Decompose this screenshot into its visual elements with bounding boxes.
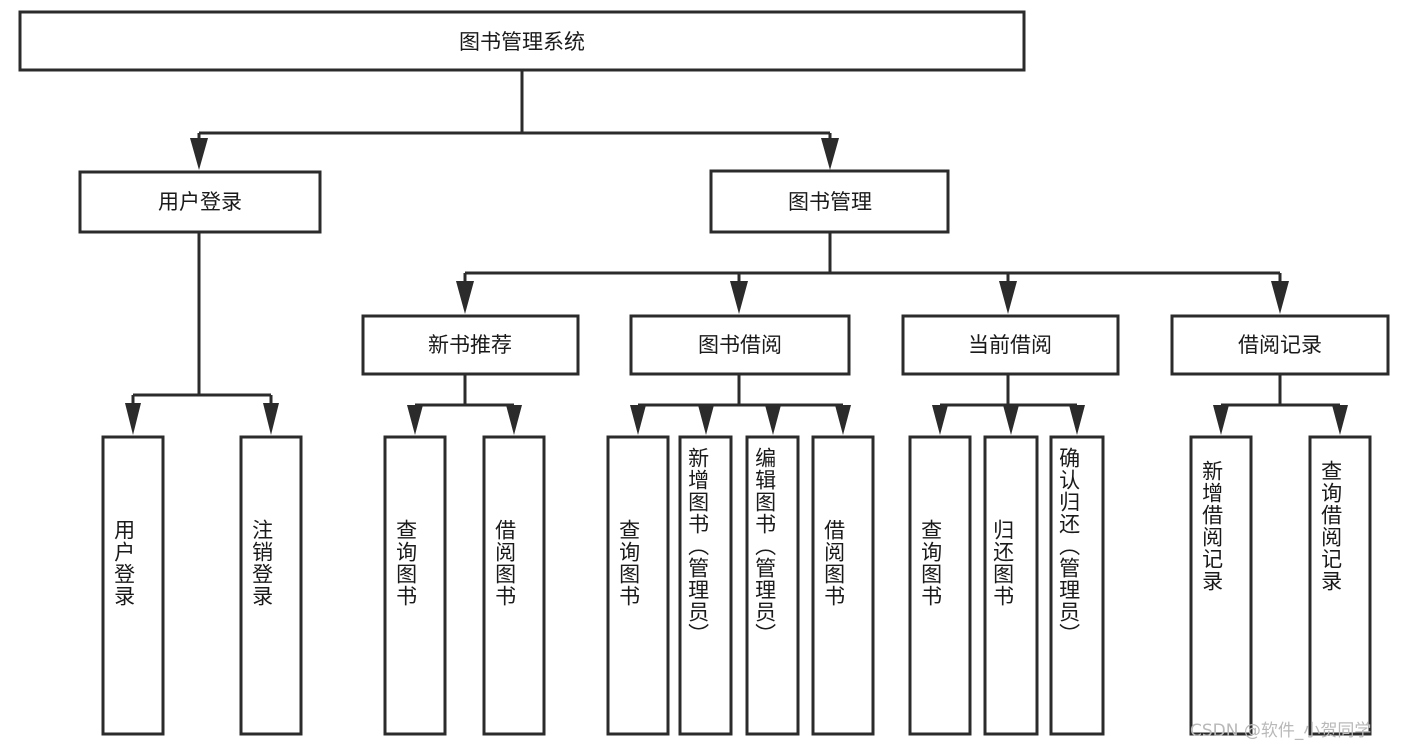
node-layer: 图书管理系统 用户登录 图书管理 新书推荐 图书借阅 当前借阅 借阅记录: [18, 10, 1390, 736]
arrow-head-leaf-borrow-book-2: [835, 405, 851, 435]
arrow-head-leaf-query-record: [1332, 405, 1348, 435]
arrow-head-book-borrow: [730, 281, 748, 314]
leaf-box-edit-book[interactable]: [745, 435, 800, 736]
csdn-watermark: CSDN @软件_小贺同学: [1190, 721, 1372, 741]
leaf-box-logout[interactable]: [239, 435, 303, 736]
arrow-head-book-mgmt: [821, 138, 839, 170]
arrow-head-leaf-borrow-book-1: [506, 405, 522, 435]
leaf-box-return-book[interactable]: [983, 435, 1039, 736]
node-new-book-rec-label: 新书推荐: [428, 333, 512, 357]
arrow-head-leaf-query-book-1: [407, 405, 423, 435]
node-user-login-box[interactable]: [78, 170, 322, 234]
node-current-borrow-label: 当前借阅: [968, 333, 1052, 357]
node-root-box[interactable]: [18, 10, 1026, 72]
arrow-head-new-book-rec: [456, 281, 474, 314]
arrow-head-leaf-user-login: [125, 403, 141, 435]
arrow-head-borrow-record: [1271, 281, 1289, 314]
arrow-head-current-borrow: [999, 281, 1017, 314]
leaf-box-add-book[interactable]: [678, 435, 733, 736]
leaf-box-query-book-2[interactable]: [606, 435, 670, 736]
node-borrow-record-box[interactable]: [1170, 314, 1390, 376]
arrow-head-leaf-query-book-2: [630, 405, 646, 435]
node-root-label: 图书管理系统: [459, 30, 585, 54]
leaf-box-query-book-1[interactable]: [383, 435, 447, 736]
leaf-box-confirm-return[interactable]: [1049, 435, 1105, 736]
node-book-mgmt-box[interactable]: [709, 169, 950, 234]
leaf-box-borrow-book-2[interactable]: [811, 435, 875, 736]
node-new-book-rec-box[interactable]: [361, 314, 580, 376]
leaf-box-query-book-3[interactable]: [908, 435, 972, 736]
leaf-box-user-login[interactable]: [101, 435, 165, 736]
node-current-borrow-box[interactable]: [901, 314, 1120, 376]
arrow-head-leaf-return-book: [1003, 405, 1019, 435]
leaf-box-borrow-book-1[interactable]: [482, 435, 546, 736]
node-user-login-label: 用户登录: [158, 190, 242, 214]
leaf-box-add-record[interactable]: [1189, 435, 1253, 736]
node-borrow-record-label: 借阅记录: [1238, 333, 1322, 357]
arrow-head-leaf-query-book-3: [932, 405, 948, 435]
connector-layer: [125, 70, 1348, 435]
node-book-borrow-box[interactable]: [629, 314, 851, 376]
node-book-borrow-label: 图书借阅: [698, 333, 782, 357]
arrow-head-leaf-logout: [263, 403, 279, 435]
arrow-head-user-login: [190, 138, 208, 170]
arrow-head-leaf-edit-book: [765, 405, 781, 435]
arrow-head-leaf-add-record: [1213, 405, 1229, 435]
node-book-mgmt-label: 图书管理: [788, 190, 872, 214]
arrow-head-leaf-add-book: [698, 405, 714, 435]
arrow-head-leaf-confirm-return: [1069, 405, 1085, 435]
leaf-box-query-record[interactable]: [1308, 435, 1372, 736]
